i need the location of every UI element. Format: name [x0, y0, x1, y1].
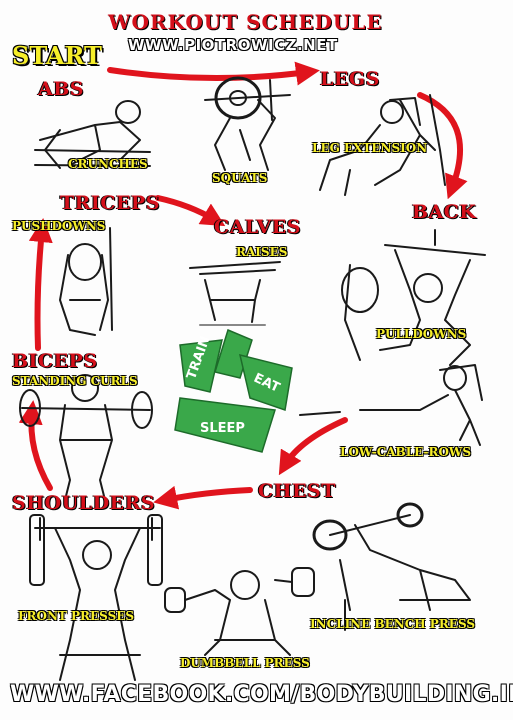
- standing-curls-figure: [19, 374, 153, 501]
- squats-figure: [204, 76, 291, 171]
- exercise-leg-extension: LEG EXTENSION: [312, 141, 428, 155]
- exercise-standing-curls: STANDING CURLS: [12, 374, 138, 388]
- exercise-crunches: CRUNCHES: [68, 157, 148, 171]
- front-presses-figure: [29, 514, 163, 681]
- exercise-raises: RAISES: [236, 245, 288, 259]
- train-eat-sleep-logo: TRAIN EAT SLEEP: [174, 328, 293, 453]
- arrow-start-to-legs: [107, 61, 320, 86]
- group-shoulders: SHOULDERS: [12, 492, 156, 514]
- exercise-front-presses: FRONT PRESSES: [18, 609, 135, 623]
- low-cable-rows-figure: [299, 364, 483, 446]
- group-biceps: BICEPS: [12, 350, 98, 372]
- logo-word-sleep: SLEEP: [200, 421, 245, 436]
- group-calves: CALVES: [214, 216, 301, 238]
- exercise-incline-bench-press: INCLINE BENCH PRESS: [310, 617, 476, 631]
- group-abs: ABS: [38, 78, 85, 100]
- crunches-figure: [34, 100, 151, 169]
- group-chest: CHEST: [258, 480, 336, 502]
- arrow-shoulders-to-biceps: [18, 400, 53, 491]
- calf-raises-figure: [189, 261, 281, 326]
- leg-extension-figure: [319, 94, 446, 196]
- exercise-squats: SQUATS: [212, 171, 268, 185]
- group-triceps: TRICEPS: [60, 192, 160, 214]
- dumbbell-press-figure: [164, 567, 315, 656]
- start-label: START: [12, 41, 102, 70]
- incline-bench-figure: [312, 502, 471, 631]
- pulldowns-figure: [341, 229, 486, 366]
- exercise-pushdowns: PUSHDOWNS: [12, 219, 106, 233]
- exercise-pulldowns: PULLDOWNS: [376, 327, 467, 341]
- exercise-sketches: [19, 76, 486, 681]
- exercise-low-cable-rows: LOW-CABLE-ROWS: [340, 445, 472, 459]
- group-back: BACK: [412, 201, 477, 223]
- arrow-chest-to-shoulders: [153, 485, 253, 510]
- arrow-biceps-to-triceps: [28, 218, 53, 351]
- exercise-dumbbell-press: DUMBBELL PRESS: [180, 656, 310, 670]
- pushdowns-figure: [59, 227, 113, 336]
- arrow-rows-to-chest: [278, 417, 348, 476]
- poster-title: WORKOUT SCHEDULE: [108, 10, 383, 34]
- footer-url[interactable]: WWW.FACEBOOK.COM/BODYBUILDING.INSPIRATIO…: [10, 682, 513, 707]
- website-link[interactable]: WWW.PIOTROWICZ.NET: [128, 36, 338, 54]
- arrow-triceps-to-calves: [155, 195, 226, 227]
- group-legs: LEGS: [320, 68, 380, 90]
